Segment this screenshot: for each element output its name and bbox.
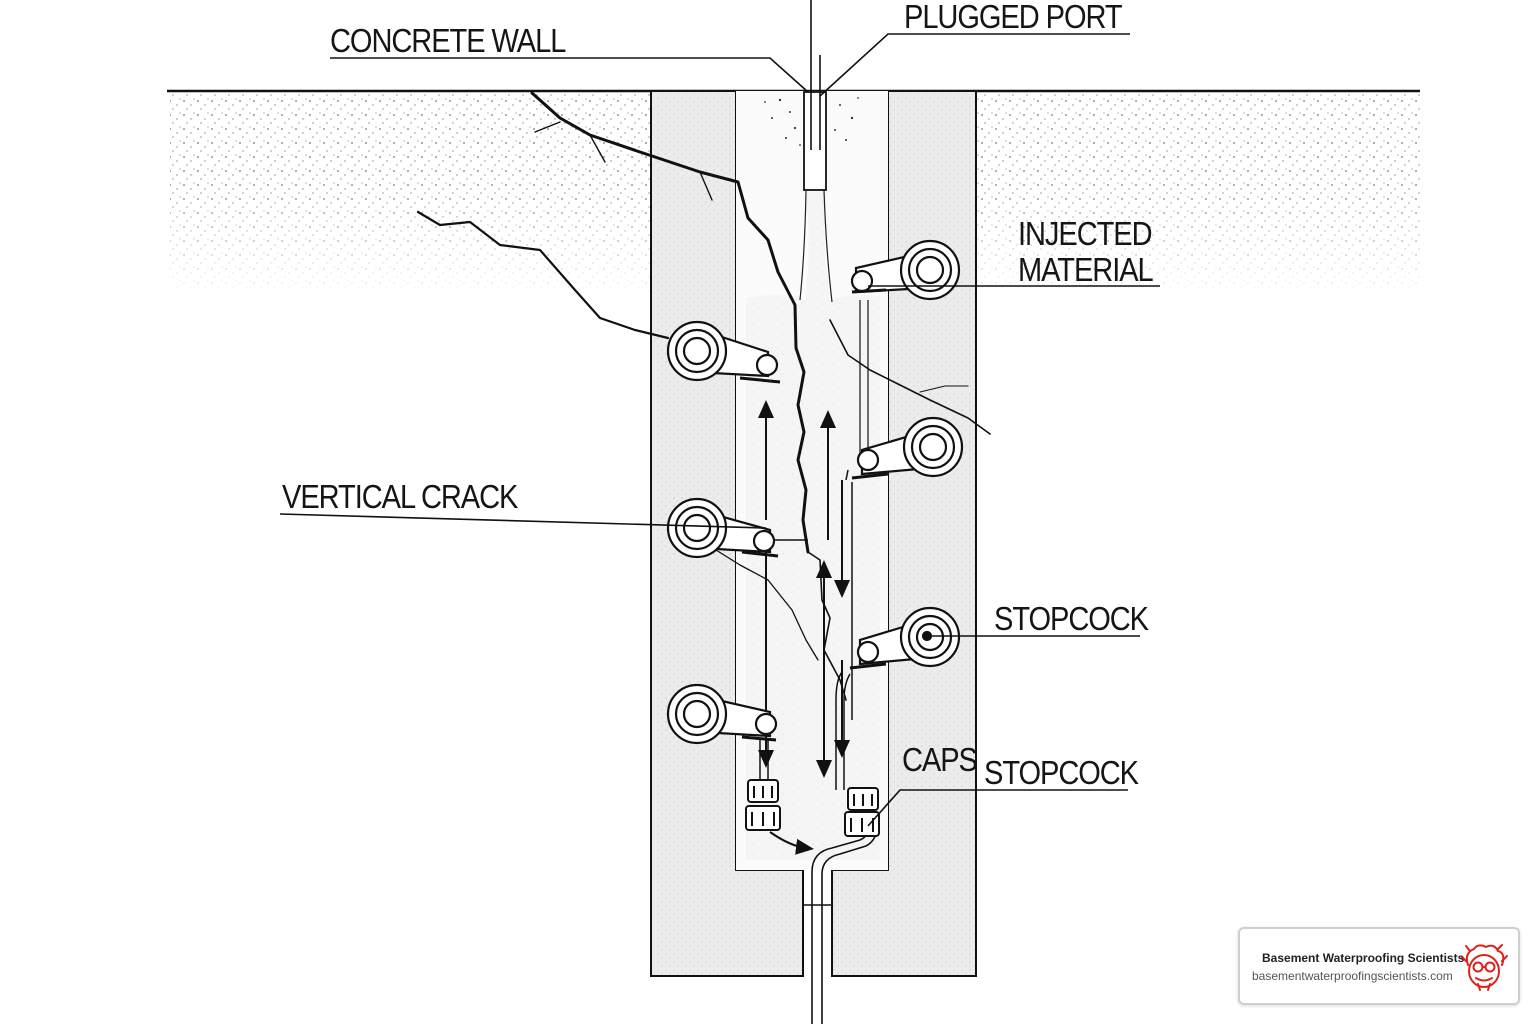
brand-url: basementwaterproofingscientists.com <box>1252 969 1453 983</box>
label-concrete-wall: CONCRETE WALL <box>330 22 566 59</box>
label-injected-material: INJECTED MATERIAL <box>1018 215 1154 288</box>
brand-name: Basement Waterproofing Scientists <box>1262 951 1465 965</box>
leader-vertical-crack <box>279 513 767 529</box>
soil-texture <box>170 93 1421 303</box>
label-injected-material-line1: INJECTED <box>1018 215 1153 252</box>
scientist-face-icon <box>1461 944 1508 991</box>
injected-material-fill <box>746 192 880 860</box>
label-plugged-port: PLUGGED PORT <box>904 0 1123 35</box>
port-clamp-right-1 <box>850 239 961 301</box>
label-caps: CAPS <box>902 741 978 778</box>
port-clamp-left-3 <box>666 683 778 745</box>
label-injected-material-line2: MATERIAL <box>1018 251 1154 288</box>
leader-plugged-port <box>819 33 1130 97</box>
hoses <box>759 469 853 790</box>
port-clamp-left-1 <box>666 320 781 384</box>
label-vertical-crack: VERTICAL CRACK <box>282 478 518 515</box>
port-clamp-left-2 <box>666 497 779 559</box>
leader-stopcock-lower <box>867 789 1128 827</box>
leader-lines <box>279 33 1160 827</box>
port-clamp-right-2 <box>851 416 964 480</box>
port-clamp-right-3 <box>849 606 961 670</box>
leader-concrete-wall <box>330 57 809 93</box>
port-clamps <box>666 239 964 745</box>
caps <box>745 779 880 837</box>
label-stopcock-upper: STOPCOCK <box>994 600 1149 637</box>
plugged-port <box>764 0 859 303</box>
cap-left <box>745 779 781 831</box>
cap-right <box>844 787 880 837</box>
label-stopcock-lower: STOPCOCK <box>984 754 1139 791</box>
brand-card: Basement Waterproofing Scientists baseme… <box>1238 927 1520 1005</box>
vertical-crack <box>416 91 991 701</box>
